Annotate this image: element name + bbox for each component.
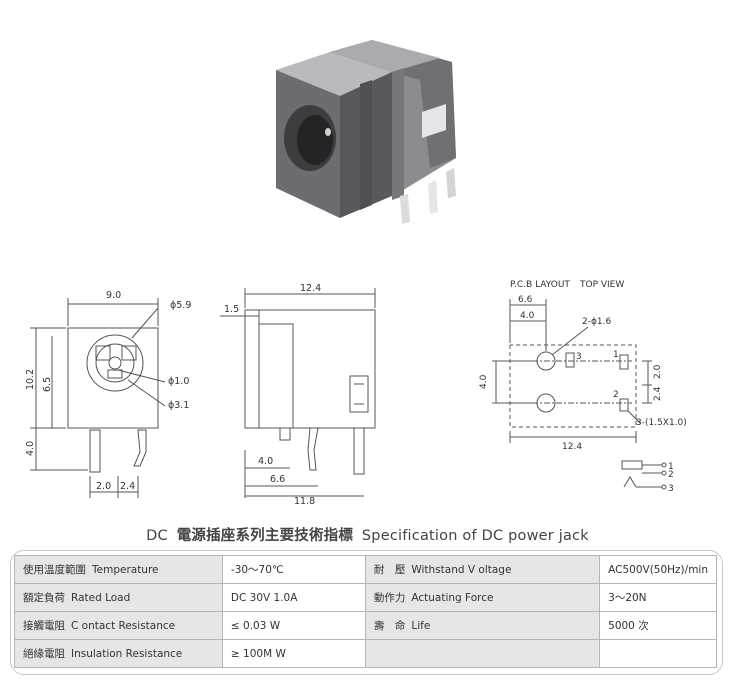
dim-front-pitch-a: 2.0 [96, 481, 111, 492]
dim-front-height: 10.2 [25, 369, 36, 390]
dim-pcb-6-6: 6.6 [518, 295, 533, 305]
side-view-drawing: 12.4 1.5 4.0 6.6 11.8 [220, 283, 376, 505]
label-empty [364, 639, 601, 668]
dim-side-length: 12.4 [300, 283, 321, 294]
pcb-pin-3: 3 [576, 352, 582, 362]
dim-pcb-2-4: 2.4 [653, 386, 663, 401]
dim-side-pin-b: 6.6 [270, 474, 285, 485]
pcb-pin-1: 1 [613, 350, 619, 360]
schematic-pin-3: 3 [668, 484, 674, 494]
pcb-top-view: TOP VIEW [579, 280, 624, 290]
schematic-pin-1: 1 [668, 462, 674, 472]
value-contact-resistance: ≤ 0.03 W [221, 611, 366, 640]
dim-front-pin: 4.0 [25, 441, 36, 456]
pcb-layout-drawing: P.C.B LAYOUT TOP VIEW 6.6 4.0 2-ϕ1.6 4.0… [479, 280, 687, 494]
pcb-pin-2: 2 [613, 390, 619, 400]
table-frame [10, 550, 723, 675]
spec-title: DC 電源插座系列主要技術指標 Specification of DC powe… [0, 524, 735, 545]
dim-pcb-4-0-top: 4.0 [520, 311, 535, 321]
dim-front-center: 6.5 [42, 377, 53, 392]
dim-pcb-pads: 3-(1.5X1.0) [636, 418, 687, 428]
dim-pcb-hole: 2-ϕ1.6 [582, 317, 611, 327]
title-prefix: DC [146, 528, 168, 544]
value-temperature: -30～70℃ [221, 555, 366, 584]
dim-front-pitch-b: 2.4 [120, 481, 135, 492]
dim-pcb-2-0: 2.0 [653, 364, 663, 379]
dim-front-outer-dia: ϕ5.9 [170, 300, 191, 311]
value-withstand-voltage: AC500V(50Hz)/min [599, 555, 717, 584]
value-life: 5000 次 [599, 611, 717, 640]
dim-pcb-12-4: 12.4 [562, 442, 582, 452]
dc-jack-render [276, 40, 456, 224]
title-english: Specification of DC power jack [361, 528, 589, 544]
value-actuating-force: 3～20N [599, 583, 717, 612]
dim-front-pin-dia: ϕ1.0 [168, 376, 189, 387]
dim-side-pin-c: 11.8 [294, 496, 315, 505]
dim-front-hole-dia: ϕ3.1 [168, 400, 189, 411]
dim-side-pin-a: 4.0 [258, 456, 273, 467]
value-rated-load: DC 30V 1.0A [221, 583, 366, 612]
dim-pcb-4-0-side: 4.0 [479, 374, 489, 389]
title-chinese: 電源插座系列主要技術指標 [176, 528, 354, 544]
schematic-pin-2: 2 [668, 470, 674, 480]
dim-front-width: 9.0 [106, 290, 121, 301]
front-view-drawing: 9.0 ϕ5.9 10.2 6.5 4.0 ϕ1.0 ϕ3.1 2.0 2.4 [25, 290, 191, 498]
value-insulation-resistance: ≥ 100M W [221, 639, 366, 668]
pcb-title: P.C.B LAYOUT [510, 280, 570, 290]
dim-side-flange: 1.5 [224, 304, 239, 315]
value-empty [599, 639, 717, 668]
